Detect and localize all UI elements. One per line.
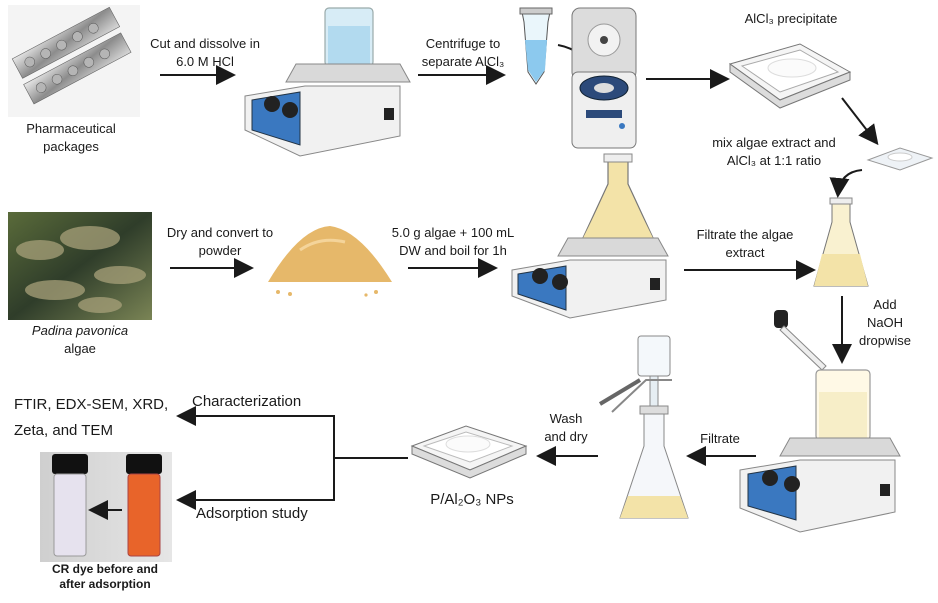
- centrifuge-line2: separate AlCl₃: [421, 54, 505, 69]
- characterization-label: Characterization: [192, 393, 302, 410]
- boil-label: 5.0 g algae + 100 mL DW and boil for 1h: [378, 224, 528, 260]
- mix-label: mix algae extract and AlCl₃ at 1:1 ratio: [694, 134, 854, 170]
- vials-photo: [40, 452, 172, 562]
- vacuum-filter-icon: [598, 335, 689, 519]
- cut-dissolve-line2: 6.0 M HCl: [176, 54, 234, 69]
- centrifuge-icon: [571, 7, 637, 149]
- pharma-label-line2: packages: [43, 139, 99, 154]
- dropper-icon: [774, 310, 827, 371]
- cr-dye-line1: CR dye before and: [51, 562, 159, 576]
- dry-convert-line1: Dry and convert to: [166, 225, 274, 240]
- add-naoh-line1: Add: [873, 297, 897, 312]
- characterization-methods: FTIR, EDX-SEM, XRD, Zeta, and TEM: [14, 392, 184, 444]
- hotplate-stirrer-icon: [511, 153, 669, 319]
- mix-line2: AlCl₃ at 1:1 ratio: [726, 153, 822, 168]
- centrifuge-line1: Centrifuge to: [425, 36, 501, 51]
- filtrate-extract-label: Filtrate the algae extract: [680, 226, 810, 262]
- powder-tray-small-icon: [866, 147, 934, 171]
- adsorption-label: Adsorption study: [196, 505, 308, 522]
- add-naoh-label: Add NaOH dropwise: [850, 296, 920, 350]
- erlenmeyer-flask-icon: [813, 197, 869, 287]
- boil-line1: 5.0 g algae + 100 mL: [391, 225, 515, 240]
- pharma-label-line1: Pharmaceutical: [26, 121, 116, 136]
- wash-dry-label: Wash and dry: [536, 410, 596, 446]
- hotplate-stirrer-icon: [244, 7, 411, 157]
- centrifuge-tube-icon: [519, 7, 553, 85]
- filtrate-extract-line2: extract: [725, 245, 765, 260]
- np-label: P/Al₂O₃ NPs: [430, 491, 514, 508]
- foil-packages-image: [8, 5, 140, 117]
- algae-photo: [8, 212, 152, 320]
- boil-line2: DW and boil for 1h: [399, 243, 507, 258]
- cut-dissolve-label: Cut and dissolve in 6.0 M HCl: [140, 35, 270, 71]
- wash-dry-line1: Wash: [549, 411, 583, 426]
- tray-icon: [410, 425, 528, 479]
- dry-convert-line2: powder: [198, 243, 242, 258]
- cut-dissolve-line1: Cut and dissolve in: [150, 36, 260, 51]
- add-naoh-line3: dropwise: [858, 333, 912, 348]
- precipitate-label: AlCl₃ precipitate: [744, 11, 838, 26]
- flow-arrows: [160, 65, 879, 510]
- dry-convert-label: Dry and convert to powder: [150, 224, 290, 260]
- algae-label: Padina pavonica algae: [10, 322, 150, 358]
- cr-dye-line2: after adsorption: [59, 577, 151, 591]
- tray-icon: [728, 43, 852, 109]
- centrifuge-label: Centrifuge to separate AlCl₃: [408, 35, 518, 71]
- wash-dry-line2: and dry: [544, 429, 588, 444]
- filtrate-extract-line1: Filtrate the algae: [696, 227, 794, 242]
- cr-dye-label: CR dye before and after adsorption: [30, 562, 180, 592]
- mix-line1: mix algae extract and: [712, 135, 836, 150]
- powder-pile-icon: [268, 226, 392, 297]
- hotplate-stirrer-icon: [739, 369, 901, 533]
- characterization-methods-line2: Zeta, and TEM: [14, 422, 113, 439]
- add-naoh-line2: NaOH: [866, 315, 904, 330]
- filtrate-label: Filtrate: [700, 431, 740, 446]
- pharma-label: Pharmaceutical packages: [6, 120, 136, 156]
- algae-word: algae: [64, 341, 96, 356]
- algae-species-name: Padina pavonica: [31, 323, 129, 338]
- characterization-methods-line1: FTIR, EDX-SEM, XRD,: [14, 396, 169, 413]
